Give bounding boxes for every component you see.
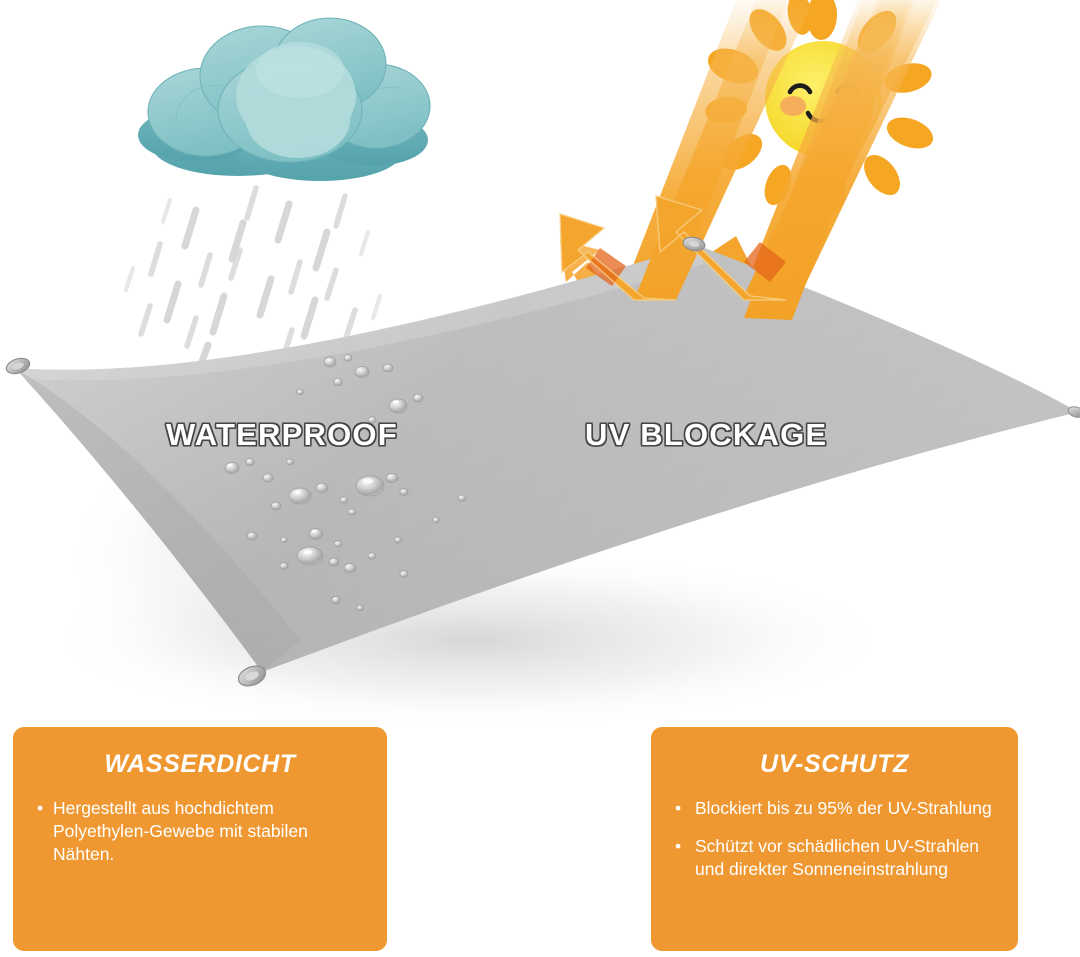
bullet-item: • Schützt vor schädlichen UV-Strahlen un… bbox=[671, 835, 998, 882]
d-ring-top bbox=[682, 236, 706, 252]
uv-arrow-left-up bbox=[560, 214, 676, 300]
uv-blockage-label: UV BLOCKAGE bbox=[584, 416, 828, 453]
waterproof-label: WATERPROOF bbox=[165, 416, 398, 453]
bullet-text: Blockiert bis zu 95% der UV-Strahlung bbox=[695, 797, 992, 818]
uv-arrow-right-v bbox=[744, 0, 937, 300]
d-ring-left bbox=[5, 357, 31, 375]
bullet-dot: • bbox=[37, 797, 44, 818]
uv-arrow-right-up bbox=[656, 196, 786, 300]
uv-arrow-outline bbox=[559, 195, 787, 301]
bullet-dot: • bbox=[675, 797, 682, 818]
feature-card-waterproof: WASSERDICHT • Hergestellt aus hochdichte… bbox=[13, 727, 387, 951]
card-bullets-uv: • Blockiert bis zu 95% der UV-Strahlung … bbox=[671, 797, 998, 882]
uv-arrows-visible bbox=[559, 0, 937, 301]
sail-lower-shade bbox=[15, 368, 300, 672]
card-title-waterproof: WASSERDICHT bbox=[104, 750, 296, 778]
bullet-text: Hergestellt aus hochdichtem Polyethylen-… bbox=[53, 797, 308, 865]
card-bullets-waterproof: • Hergestellt aus hochdichtem Polyethyle… bbox=[33, 797, 367, 867]
d-ring-bottom bbox=[237, 665, 267, 687]
uv-arrow-left-beam bbox=[634, 0, 814, 300]
bullet-text: Schützt vor schädlichen UV-Strahlen und … bbox=[695, 835, 980, 880]
rain-cloud bbox=[138, 17, 431, 181]
bullet-item: • Hergestellt aus hochdichtem Polyethyle… bbox=[33, 797, 367, 867]
bullet-dot: • bbox=[675, 835, 682, 856]
bullet-item: • Blockiert bis zu 95% der UV-Strahlung bbox=[671, 797, 998, 820]
feature-card-uv: UV-SCHUTZ • Blockiert bis zu 95% der UV-… bbox=[651, 727, 1018, 951]
card-title-uv: UV-SCHUTZ bbox=[760, 750, 909, 778]
water-droplets bbox=[224, 354, 467, 612]
